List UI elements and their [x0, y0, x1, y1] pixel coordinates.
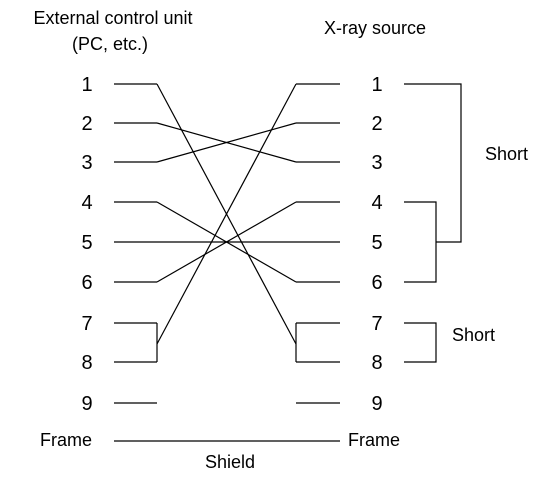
right-heading: X-ray source — [324, 18, 426, 38]
right-pin-label-8: 8 — [371, 352, 382, 374]
right-pin-label-6: 6 — [371, 272, 382, 294]
right-pin-label-2: 2 — [371, 113, 382, 135]
left-pin-label-4: 4 — [81, 192, 92, 214]
wire-l78-r1 — [156, 83, 297, 345]
left-heading-line2: (PC, etc.) — [72, 34, 148, 54]
left-pin-label-5: 5 — [81, 232, 92, 254]
wire-l3-r2 — [156, 122, 297, 163]
left-pin-label-7: 7 — [81, 313, 92, 335]
left-pin-label-1: 1 — [81, 74, 92, 96]
left-pin-label-6: 6 — [81, 272, 92, 294]
right-pin-label-7: 7 — [371, 313, 382, 335]
shield-label: Shield — [205, 452, 255, 472]
left-frame-label: Frame — [40, 430, 92, 450]
left-pin-stubs — [114, 83, 157, 404]
right-pin-label-5: 5 — [371, 232, 382, 254]
right-pin-label-3: 3 — [371, 152, 382, 174]
left-heading-line1: External control unit — [33, 8, 192, 28]
short-note-lower: Short — [452, 325, 495, 345]
right-pin-label-9: 9 — [371, 393, 382, 415]
short-note-upper: Short — [485, 144, 528, 164]
left-pin-label-3: 3 — [81, 152, 92, 174]
right-pin-label-4: 4 — [371, 192, 382, 214]
left-pin-label-2: 2 — [81, 113, 92, 135]
left-pin-labels: 1 2 3 4 5 6 7 8 9 — [81, 74, 92, 415]
cross-wires — [156, 83, 297, 345]
wire-l6-r4 — [156, 201, 297, 283]
right-pin-labels: 1 2 3 4 5 6 7 8 9 — [371, 74, 382, 415]
left-pin-label-9: 9 — [81, 393, 92, 415]
short-bracket-7-8-right — [404, 322, 437, 363]
right-pin-label-1: 1 — [371, 74, 382, 96]
short-bracket-4-6 — [404, 201, 437, 283]
short-bracket-1-5 — [404, 83, 462, 243]
left-pin-label-8: 8 — [81, 352, 92, 374]
right-frame-label: Frame — [348, 430, 400, 450]
right-pin-stubs — [296, 83, 340, 404]
